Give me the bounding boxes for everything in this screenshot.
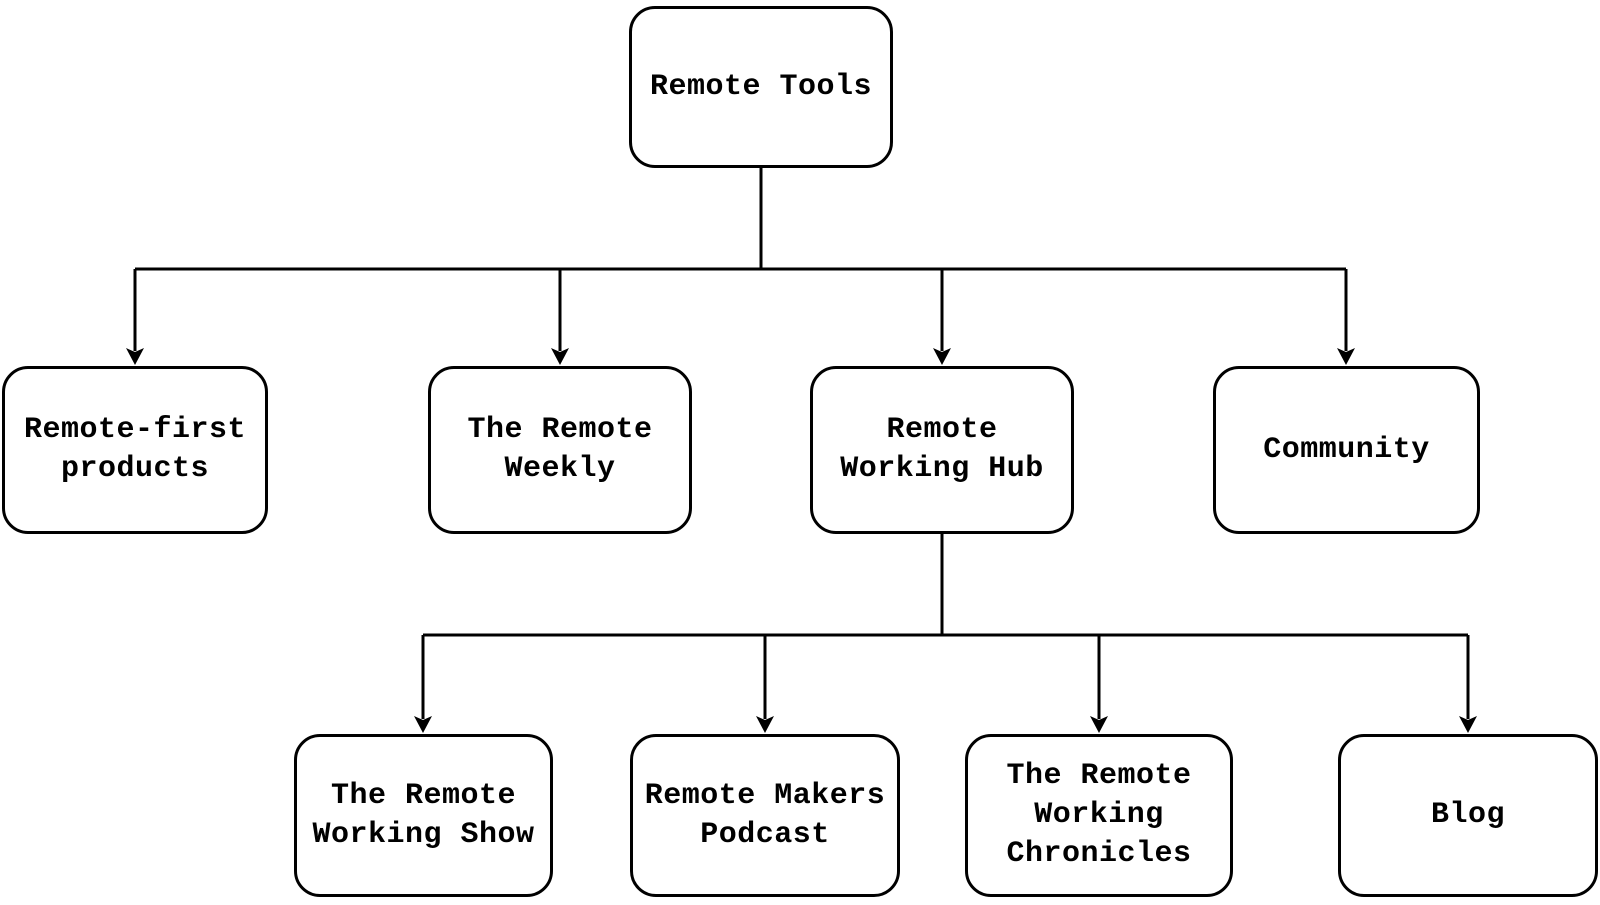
node-the-remote-weekly: The Remote Weekly: [428, 366, 692, 534]
node-community: Community: [1213, 366, 1480, 534]
arrow-down-icon: [756, 716, 774, 733]
node-the-remote-working-chronicles-label: The Remote Working Chronicles: [1006, 759, 1192, 871]
arrow-down-icon: [1459, 716, 1477, 733]
node-remote-working-hub-label: Remote Working Hub: [840, 413, 1044, 486]
node-the-remote-working-show-label: The Remote Working Show: [312, 778, 535, 852]
node-remote-makers-podcast: Remote Makers Podcast: [630, 734, 900, 897]
node-the-remote-working-show: The Remote Working Show: [294, 734, 553, 897]
node-the-remote-weekly-label: The Remote Weekly: [467, 413, 653, 486]
node-remote-tools: Remote Tools: [629, 6, 893, 168]
node-community-label: Community: [1263, 432, 1430, 467]
arrow-down-icon: [1090, 716, 1108, 733]
arrow-down-icon: [933, 348, 951, 365]
node-blog: Blog: [1338, 734, 1598, 897]
arrow-down-icon: [126, 348, 144, 365]
node-remote-first-products: Remote-first products: [2, 366, 268, 534]
edge-group-remote-working-hub-children: [414, 534, 1477, 733]
arrow-down-icon: [551, 348, 569, 365]
node-remote-tools-label: Remote Tools: [649, 69, 873, 104]
node-remote-first-products-label: Remote-first products: [23, 413, 247, 486]
arrow-down-icon: [1337, 348, 1355, 365]
node-the-remote-working-chronicles: The Remote Working Chronicles: [965, 734, 1233, 897]
node-blog-label: Blog: [1430, 798, 1505, 832]
node-remote-makers-podcast-label: Remote Makers Podcast: [644, 778, 886, 852]
arrow-down-icon: [414, 716, 432, 733]
edge-group-remote-tools-children: [126, 168, 1355, 365]
node-remote-working-hub: Remote Working Hub: [810, 366, 1074, 534]
